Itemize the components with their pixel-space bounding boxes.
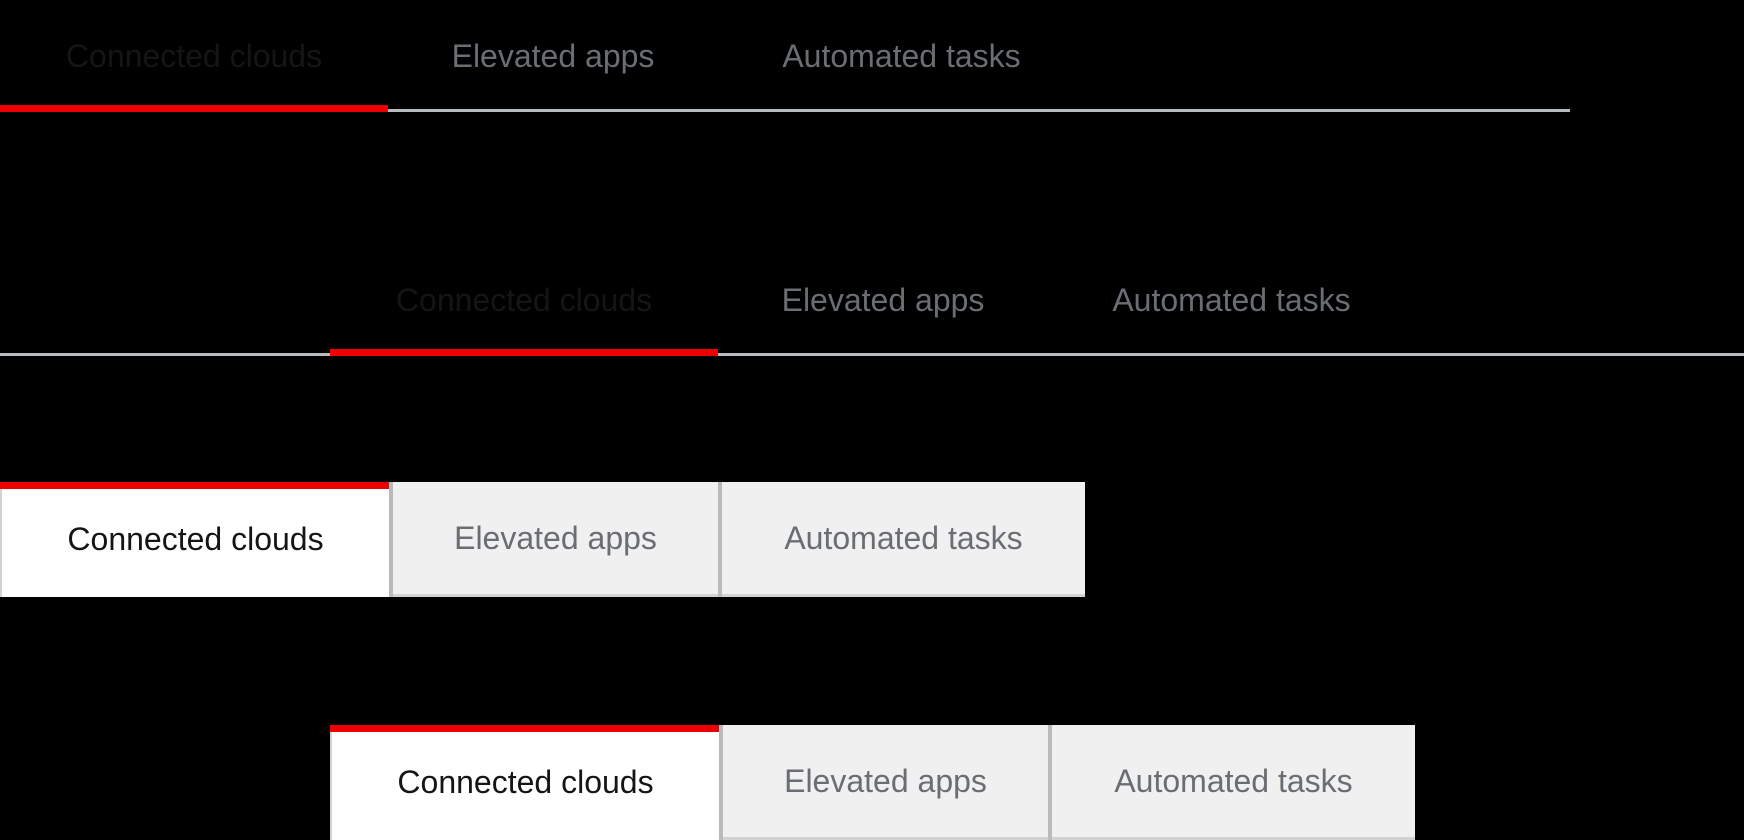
tab-label: Connected clouds — [65, 37, 323, 74]
active-tab-indicator — [330, 349, 718, 356]
tab-bar-underline-inset: Connected clouds Elevated apps Automated… — [0, 244, 1744, 356]
tab-label: Automated tasks — [1114, 762, 1353, 799]
tab-automated-tasks[interactable]: Automated tasks — [1052, 725, 1415, 840]
tab-label: Automated tasks — [1112, 281, 1351, 318]
tab-label: Connected clouds — [67, 521, 324, 557]
tab-elevated-apps[interactable]: Elevated apps — [718, 244, 1048, 356]
tab-list: Connected clouds Elevated apps Automated… — [0, 0, 1570, 112]
tab-separator — [389, 482, 393, 597]
tab-label: Elevated apps — [451, 37, 655, 74]
tab-automated-tasks[interactable]: Automated tasks — [718, 0, 1085, 112]
tab-bar-underline-flush: Connected clouds Elevated apps Automated… — [0, 0, 1570, 112]
tab-label: Automated tasks — [784, 519, 1023, 556]
tab-bar-bottom-border — [0, 109, 1570, 112]
tab-connected-clouds[interactable]: Connected clouds — [0, 0, 388, 112]
tab-connected-clouds[interactable]: Connected clouds — [0, 482, 389, 597]
tab-bar-box-flush: Connected clouds Elevated apps Automated… — [0, 482, 1085, 597]
tab-label: Automated tasks — [782, 37, 1021, 74]
tab-label: Connected clouds — [397, 764, 654, 800]
tab-automated-tasks[interactable]: Automated tasks — [1048, 244, 1415, 356]
active-tab-indicator — [0, 105, 388, 112]
tab-separator — [719, 725, 723, 840]
tab-elevated-apps[interactable]: Elevated apps — [388, 0, 718, 112]
tab-separator — [1048, 725, 1052, 840]
tab-automated-tasks[interactable]: Automated tasks — [722, 482, 1085, 597]
tab-separator — [718, 482, 722, 597]
tab-label: Connected clouds — [395, 281, 653, 318]
tab-label: Elevated apps — [454, 519, 657, 556]
tab-label: Elevated apps — [781, 281, 985, 318]
active-tab-indicator — [0, 482, 389, 489]
tab-elevated-apps[interactable]: Elevated apps — [723, 725, 1048, 840]
tab-label: Elevated apps — [784, 762, 987, 799]
tab-bar-box-inset: Connected clouds Elevated apps Automated… — [330, 725, 1415, 840]
tab-bar-bottom-border — [0, 353, 1744, 356]
tab-connected-clouds[interactable]: Connected clouds — [330, 244, 718, 356]
active-tab-indicator — [330, 725, 719, 732]
tab-connected-clouds[interactable]: Connected clouds — [330, 725, 719, 840]
tab-elevated-apps[interactable]: Elevated apps — [393, 482, 718, 597]
tab-list: Connected clouds Elevated apps Automated… — [330, 244, 1744, 356]
